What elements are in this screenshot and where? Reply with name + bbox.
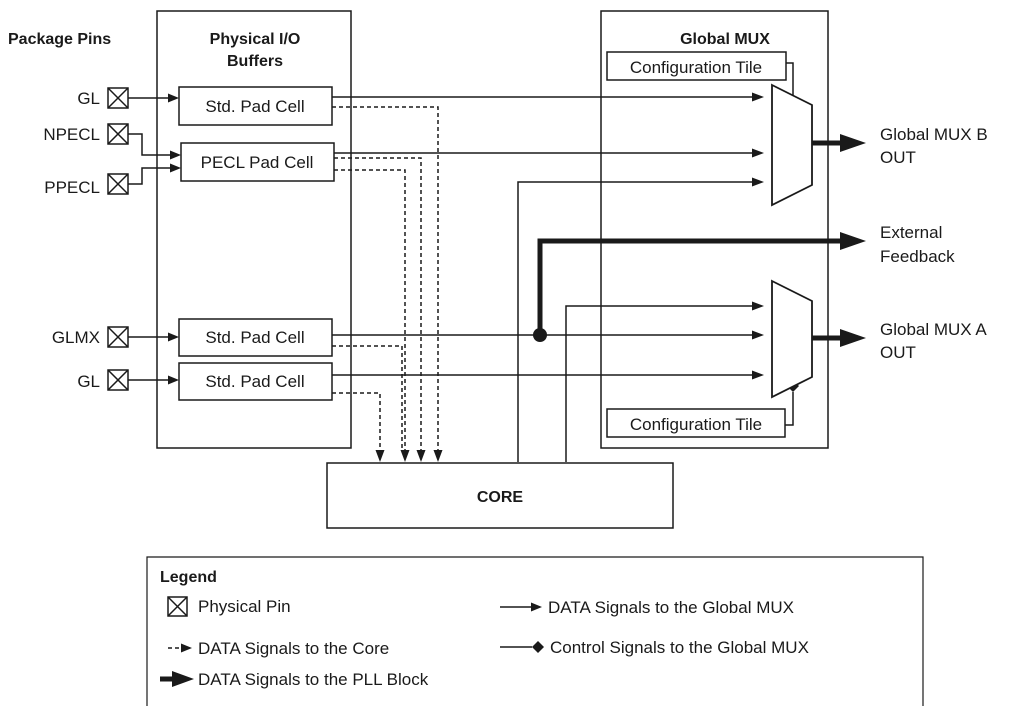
pin-connections (128, 93, 181, 385)
mux-b-output (812, 134, 866, 152)
pin-label: NPECL (43, 125, 100, 144)
pin-gl-bottom: GL (77, 369, 129, 391)
global-mux-header: Global MUX (680, 31, 770, 48)
physical-pin-icon (107, 326, 129, 348)
io-buffers-header-line2: Buffers (227, 53, 283, 70)
io-buffers-header-line1: Physical I/O (210, 31, 301, 48)
mux-b-out-label-line2: OUT (880, 148, 916, 167)
pad-cell-label: PECL Pad Cell (201, 153, 314, 172)
pad-cell-label: Std. Pad Cell (205, 372, 304, 391)
legend-data-core-label: DATA Signals to the Core (198, 639, 389, 658)
mux-a-out-label-line1: Global MUX A (880, 320, 987, 339)
legend-data-core: DATA Signals to the Core (168, 639, 389, 658)
pin-label: GLMX (52, 328, 100, 347)
mux-a-out-label-line2: OUT (880, 343, 916, 362)
physical-pin-icon (107, 123, 129, 145)
config-tile-bottom: Configuration Tile (606, 380, 799, 438)
config-tile-label: Configuration Tile (630, 415, 762, 434)
pad-cell-std-1: Std. Pad Cell (178, 86, 333, 126)
physical-pin-icon (107, 173, 129, 195)
external-feedback-label-line2: Feedback (880, 247, 955, 266)
legend-data-mux: DATA Signals to the Global MUX (500, 598, 794, 617)
legend-control-mux-label: Control Signals to the Global MUX (550, 638, 809, 657)
data-signals-to-mux (332, 92, 764, 462)
pad-cell-std-2: Std. Pad Cell (178, 318, 333, 357)
legend-title: Legend (160, 569, 217, 586)
legend-physical-pin: Physical Pin (167, 596, 291, 617)
legend-data-mux-label: DATA Signals to the Global MUX (548, 598, 794, 617)
io-buffers-block (156, 10, 352, 449)
pad-cell-label: Std. Pad Cell (205, 328, 304, 347)
legend-data-pll-label: DATA Signals to the PLL Block (198, 670, 429, 689)
mux-a-output (812, 329, 866, 347)
pin-gl-top: GL (77, 87, 129, 109)
global-mux-a (771, 279, 813, 399)
data-signals-to-core (332, 106, 443, 462)
external-feedback-label-line1: External (880, 223, 942, 242)
legend-data-pll: DATA Signals to the PLL Block (160, 670, 429, 689)
core-label: CORE (477, 489, 524, 506)
pin-label: GL (77, 372, 100, 391)
legend-control-mux: Control Signals to the Global MUX (500, 638, 809, 657)
pad-cell-std-3: Std. Pad Cell (178, 362, 333, 401)
external-feedback-path (533, 232, 866, 342)
pin-npecl: NPECL (43, 123, 129, 145)
pad-cell-label: Std. Pad Cell (205, 97, 304, 116)
legend-physical-pin-label: Physical Pin (198, 597, 291, 616)
legend: Legend Physical Pin DATA Signals to the … (146, 556, 924, 706)
pin-glmx: GLMX (52, 326, 129, 348)
config-tile-label: Configuration Tile (630, 58, 762, 77)
physical-pin-icon (167, 596, 188, 617)
junction-dot (533, 328, 547, 342)
pin-label: PPECL (44, 178, 100, 197)
global-mux-block (600, 10, 829, 449)
physical-pin-icon (107, 87, 129, 109)
pin-label: GL (77, 89, 100, 108)
pad-cell-pecl: PECL Pad Cell (180, 142, 335, 182)
package-pins-header: Package Pins (8, 31, 111, 48)
mux-b-out-label-line1: Global MUX B (880, 125, 988, 144)
global-mux-b (771, 83, 813, 207)
physical-pin-icon (107, 369, 129, 391)
pin-ppecl: PPECL (44, 173, 129, 197)
core-block: CORE (326, 462, 674, 529)
config-tile-top: Configuration Tile (606, 51, 799, 108)
